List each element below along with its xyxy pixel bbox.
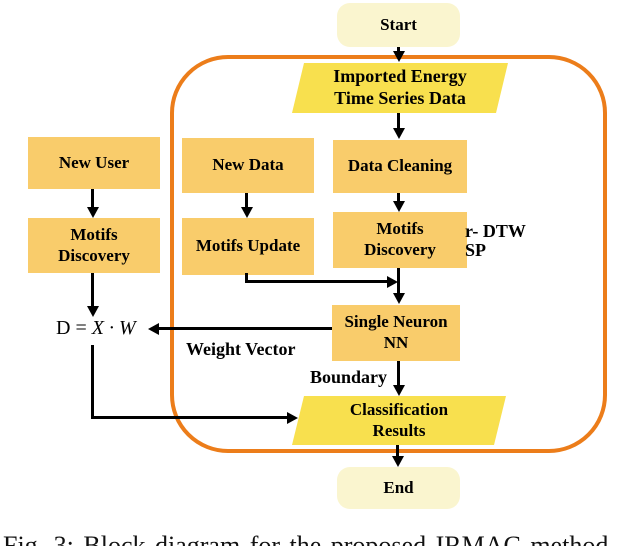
arrow-update-to-neuron-line: [245, 275, 398, 288]
node-motifs-discovery-right-line2: Discovery: [364, 240, 436, 259]
label-weight-vector: Weight Vector: [186, 339, 296, 359]
arrow-newuser-to-motifs: [86, 189, 99, 218]
node-single-neuron-line1: Single Neuron: [344, 312, 448, 332]
node-motifs-discovery-right: Motifs Discovery: [333, 212, 467, 268]
formula-prefix: D =: [56, 317, 92, 339]
node-data-cleaning: Data Cleaning: [333, 140, 467, 193]
node-new-data-label: New Data: [212, 155, 284, 175]
connector-formula-elbow-v: [91, 345, 94, 419]
arrow-motifs-to-neuron: [392, 268, 405, 304]
label-r-dtw-line1: r- DTW: [465, 221, 526, 241]
arrow-cleaning-to-motifs: [392, 193, 405, 212]
connector-update-elbow-v: [245, 273, 248, 283]
node-classification-results: Classification Results: [292, 396, 506, 445]
arrow-classification-to-end: [391, 445, 404, 467]
node-imported-data-line1: Imported Energy: [333, 66, 467, 87]
node-motifs-discovery-left-line2: Discovery: [58, 245, 130, 265]
arrow-formula-to-classification: [91, 411, 298, 424]
node-end: End: [337, 467, 460, 509]
arrow-weight-vector: [148, 322, 332, 335]
node-motifs-discovery-left: Motifs Discovery: [28, 218, 160, 273]
label-formula: D = X · W: [56, 317, 136, 340]
node-new-user-label: New User: [58, 152, 130, 172]
node-start-label: Start: [380, 14, 417, 34]
node-motifs-update: Motifs Update: [182, 218, 314, 275]
node-motifs-discovery-right-line1: Motifs: [376, 219, 424, 239]
node-imported-data-line2: Time Series Data: [334, 88, 466, 108]
label-r-dtw-line2: SP: [465, 239, 487, 260]
arrow-start-to-imported: [392, 47, 405, 62]
figure-caption: Fig. 3: Block diagram for the proposed I…: [3, 531, 609, 546]
node-classification-line1: Classification: [349, 399, 449, 419]
node-classification-line2: Results: [372, 420, 426, 440]
node-imported-data: Imported Energy Time Series Data: [292, 63, 508, 113]
pipeline-frame: [170, 55, 607, 453]
node-motifs-update-label: Motifs Update: [195, 236, 301, 256]
node-end-label: End: [383, 477, 414, 497]
node-start: Start: [337, 3, 460, 47]
node-motifs-discovery-left-line1: Motifs: [70, 224, 118, 244]
arrow-motifs-to-formula: [86, 273, 99, 317]
label-r-dtw-sp: r- DTW SP: [465, 222, 526, 260]
formula-math: X · W: [91, 317, 136, 339]
arrow-imported-to-cleaning: [392, 113, 405, 139]
label-boundary: Boundary: [310, 367, 388, 387]
arrow-newdata-to-update: [240, 193, 253, 218]
node-new-data: New Data: [182, 138, 314, 193]
arrow-neuron-to-classification: [392, 361, 405, 396]
node-single-neuron-line2: NN: [383, 333, 409, 352]
node-new-user: New User: [28, 137, 160, 189]
node-single-neuron-nn: Single Neuron NN: [332, 305, 460, 361]
node-data-cleaning-label: Data Cleaning: [347, 156, 453, 176]
